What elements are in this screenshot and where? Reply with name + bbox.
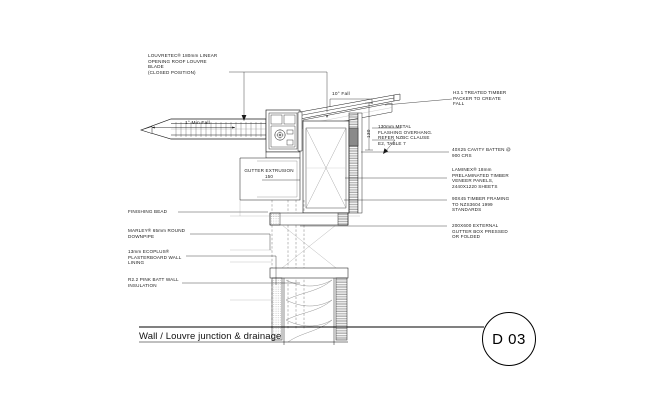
annotation-finishing-bead: FINISHING BEAD bbox=[128, 209, 168, 214]
annotation-insulation: R2.2 PINK BATT WALL INSULATION bbox=[128, 277, 179, 288]
detail-title: Wall / Louvre junction & drainage bbox=[139, 331, 282, 342]
external-gutter-box bbox=[239, 157, 301, 201]
leader-lines-right bbox=[300, 98, 453, 227]
annotation-plasterboard: 13mm ECOPLUS® PLASTERBOARD WALL LINING bbox=[128, 249, 182, 266]
construction-lines bbox=[230, 200, 360, 301]
annotation-downpipe: MARLEY® 65mm ROUND DOWNPIPE bbox=[128, 228, 186, 239]
cavity-batten-strip bbox=[348, 112, 363, 214]
annotation-louvre-blade: LOUVRETEC® 180mm LINEAR OPENING ROOF LOU… bbox=[148, 53, 218, 75]
wall-section-lower bbox=[269, 212, 349, 345]
dimension-fall-roof: 10° Fall bbox=[332, 92, 350, 97]
detail-reference-marker: D 03 bbox=[482, 312, 536, 366]
annotation-gutter-extrusion: GUTTER EXTRUSION 150 bbox=[244, 168, 294, 179]
dimension-fall-louvre: 1° Min Fall bbox=[185, 121, 210, 126]
metal-flashing bbox=[297, 93, 401, 152]
annotation-timber-framing: 90X45 TIMBER FRAMING TO NZS3604 1999 STA… bbox=[452, 196, 510, 213]
annotation-laminex-panels: LAMINEX® 18mm PRELAMINATED TIMBER VENEER… bbox=[452, 167, 509, 189]
annotation-metal-flashing: 130mm METAL FLASHING OVERHANG. REFER NZB… bbox=[378, 124, 433, 146]
dimension-flashing-height: 130 bbox=[367, 129, 372, 138]
annotation-gutter-box: 200X600 EXTERNAL GUTTER BOX PRESSED OR F… bbox=[452, 223, 508, 240]
laminex-panel-head bbox=[302, 120, 350, 214]
leader-lines-left bbox=[178, 71, 328, 285]
title-rule bbox=[139, 326, 484, 343]
dim-flashing-height bbox=[365, 102, 373, 151]
annotation-timber-packer: H3.1 TREATED TIMBER PACKER TO CREATE FAL… bbox=[453, 90, 507, 107]
annotation-cavity-batten: 40X25 CAVITY BATTEN @ 900 CRS bbox=[452, 147, 511, 158]
gutter-extrusion-assembly bbox=[265, 109, 301, 159]
louvre-blade-section bbox=[139, 118, 267, 140]
